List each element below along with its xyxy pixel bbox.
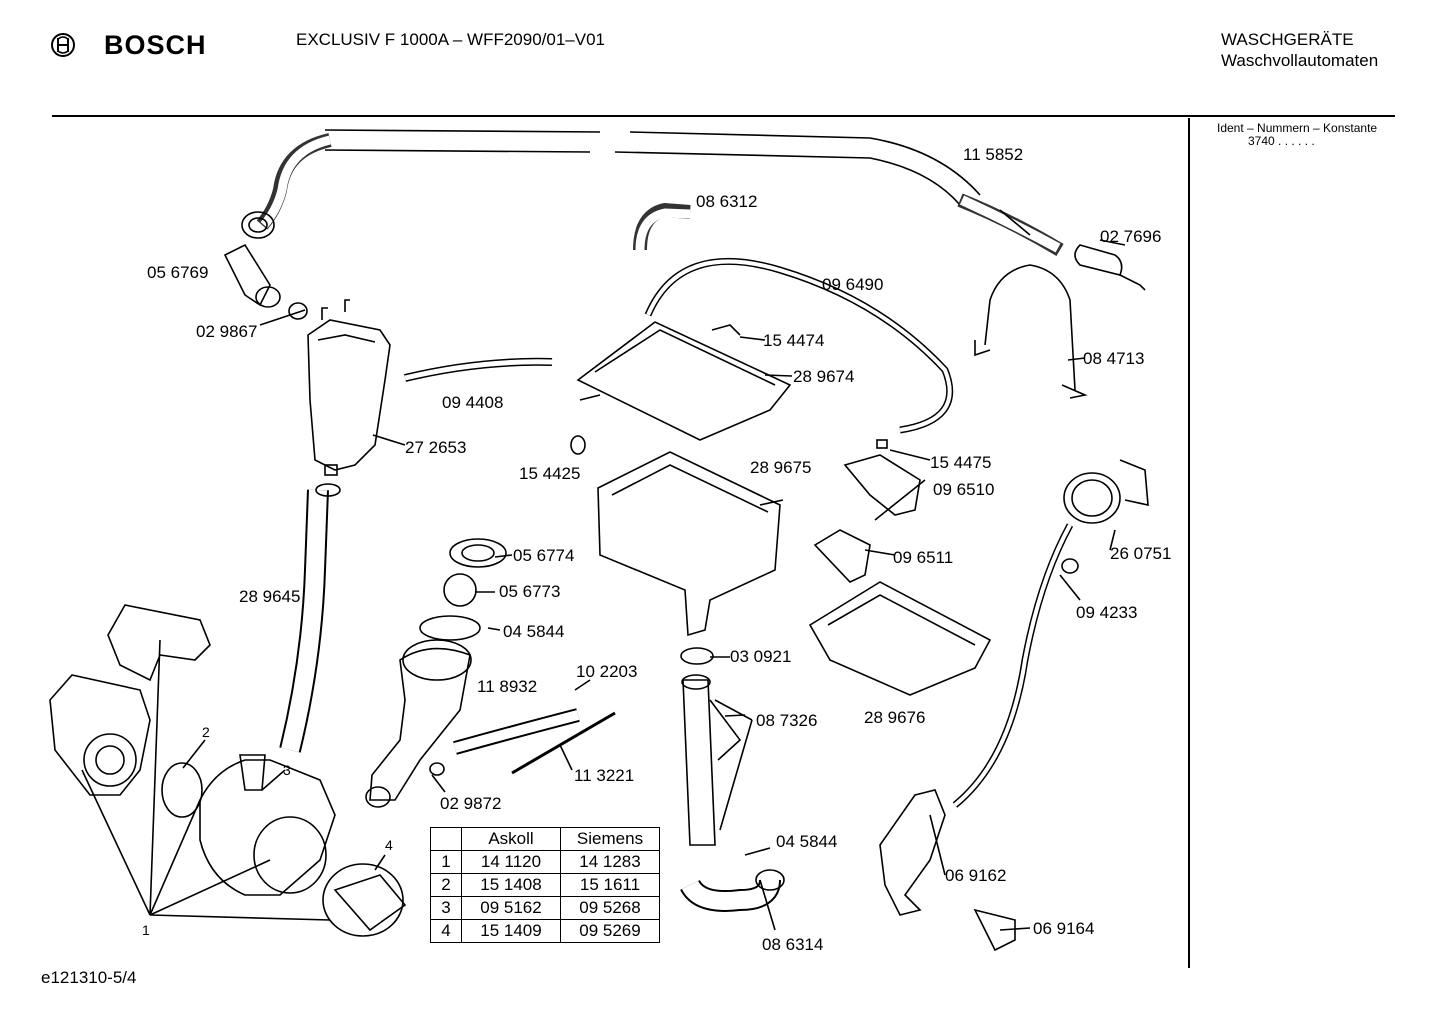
part-label-04-5844-lower: 04 5844: [776, 832, 838, 851]
side-divider: [1188, 118, 1190, 968]
part-label-08-6314: 08 6314: [762, 935, 824, 954]
part-label-04-5844-upper: 04 5844: [503, 622, 565, 641]
part-label-08-4713: 08 4713: [1083, 349, 1145, 368]
table-row: 4 15 1409 09 5269: [430, 919, 660, 943]
table-cell: 3: [430, 896, 462, 920]
supplier-parts-table: Askoll Siemens 1 14 1120 14 1283 2 15 14…: [430, 827, 660, 943]
subcategory-label: Waschvollautomaten: [1221, 51, 1379, 70]
part-label-28-9675: 28 9675: [750, 458, 812, 477]
part-label-03-0921: 03 0921: [730, 647, 792, 666]
part-label-05-6774: 05 6774: [513, 546, 575, 565]
callout-4: 4: [385, 837, 393, 853]
part-label-09-4408: 09 4408: [442, 393, 504, 412]
table-row: 1 14 1120 14 1283: [430, 850, 660, 874]
table-header-cell: Askoll: [461, 827, 561, 851]
table-row: 3 09 5162 09 5268: [430, 896, 660, 920]
table-header-cell: Siemens: [560, 827, 660, 851]
category-label: WASCHGERÄTE: [1221, 30, 1354, 49]
table-cell: 14 1120: [461, 850, 561, 874]
part-label-28-9676: 28 9676: [864, 708, 926, 727]
part-label-09-6510: 09 6510: [933, 480, 995, 499]
table-cell: 15 1409: [461, 919, 561, 943]
bosch-logo-icon: [51, 33, 75, 57]
part-label-15-4425: 15 4425: [519, 464, 581, 483]
brand-name: BOSCH: [104, 30, 207, 60]
part-label-11-8932: 11 8932: [477, 677, 538, 696]
table-cell: 1: [430, 850, 462, 874]
table-cell: 09 5162: [461, 896, 561, 920]
part-label-27-2653: 27 2653: [405, 438, 467, 457]
callout-1: 1: [142, 922, 150, 938]
drawing-code: e121310-5/4: [41, 968, 137, 987]
part-label-15-4474: 15 4474: [763, 331, 825, 350]
part-label-02-9867: 02 9867: [196, 322, 258, 341]
table-cell: 15 1611: [560, 873, 660, 897]
part-label-28-9645: 28 9645: [239, 587, 301, 606]
ident-label: Ident – Nummern – Konstante: [1217, 121, 1378, 135]
part-label-06-9164: 06 9164: [1033, 919, 1095, 938]
table-cell: 09 5269: [560, 919, 660, 943]
part-label-11-5852: 11 5852: [963, 145, 1024, 164]
part-label-26-0751: 26 0751: [1110, 544, 1172, 563]
part-label-09-4233: 09 4233: [1076, 603, 1138, 622]
part-label-05-6773: 05 6773: [499, 582, 561, 601]
table-header-row: Askoll Siemens: [430, 827, 660, 851]
part-label-06-9162: 06 9162: [945, 866, 1007, 885]
table-header-cell: [430, 827, 462, 851]
table-cell: 14 1283: [560, 850, 660, 874]
callout-3: 3: [283, 762, 291, 778]
ident-value: 3740 . . . . . .: [1248, 134, 1315, 148]
part-label-09-6511: 09 6511: [893, 548, 954, 567]
part-label-10-2203: 10 2203: [576, 662, 638, 681]
part-label-11-3221: 11 3221: [574, 766, 635, 785]
model-title: EXCLUSIV F 1000A – WFF2090/01–V01: [296, 30, 606, 49]
table-cell: 15 1408: [461, 873, 561, 897]
part-label-08-7326: 08 7326: [756, 711, 818, 730]
part-label-02-7696: 02 7696: [1100, 227, 1162, 246]
header-rule: [52, 115, 1395, 117]
part-label-28-9674: 28 9674: [793, 367, 855, 386]
callout-2: 2: [202, 724, 210, 740]
table-cell: 09 5268: [560, 896, 660, 920]
part-label-09-6490: 09 6490: [822, 275, 884, 294]
part-label-02-9872: 02 9872: [440, 794, 502, 813]
table-cell: 4: [430, 919, 462, 943]
table-row: 2 15 1408 15 1611: [430, 873, 660, 897]
table-cell: 2: [430, 873, 462, 897]
part-label-05-6769: 05 6769: [147, 263, 209, 282]
part-label-08-6312: 08 6312: [696, 192, 758, 211]
part-label-15-4475: 15 4475: [930, 453, 992, 472]
